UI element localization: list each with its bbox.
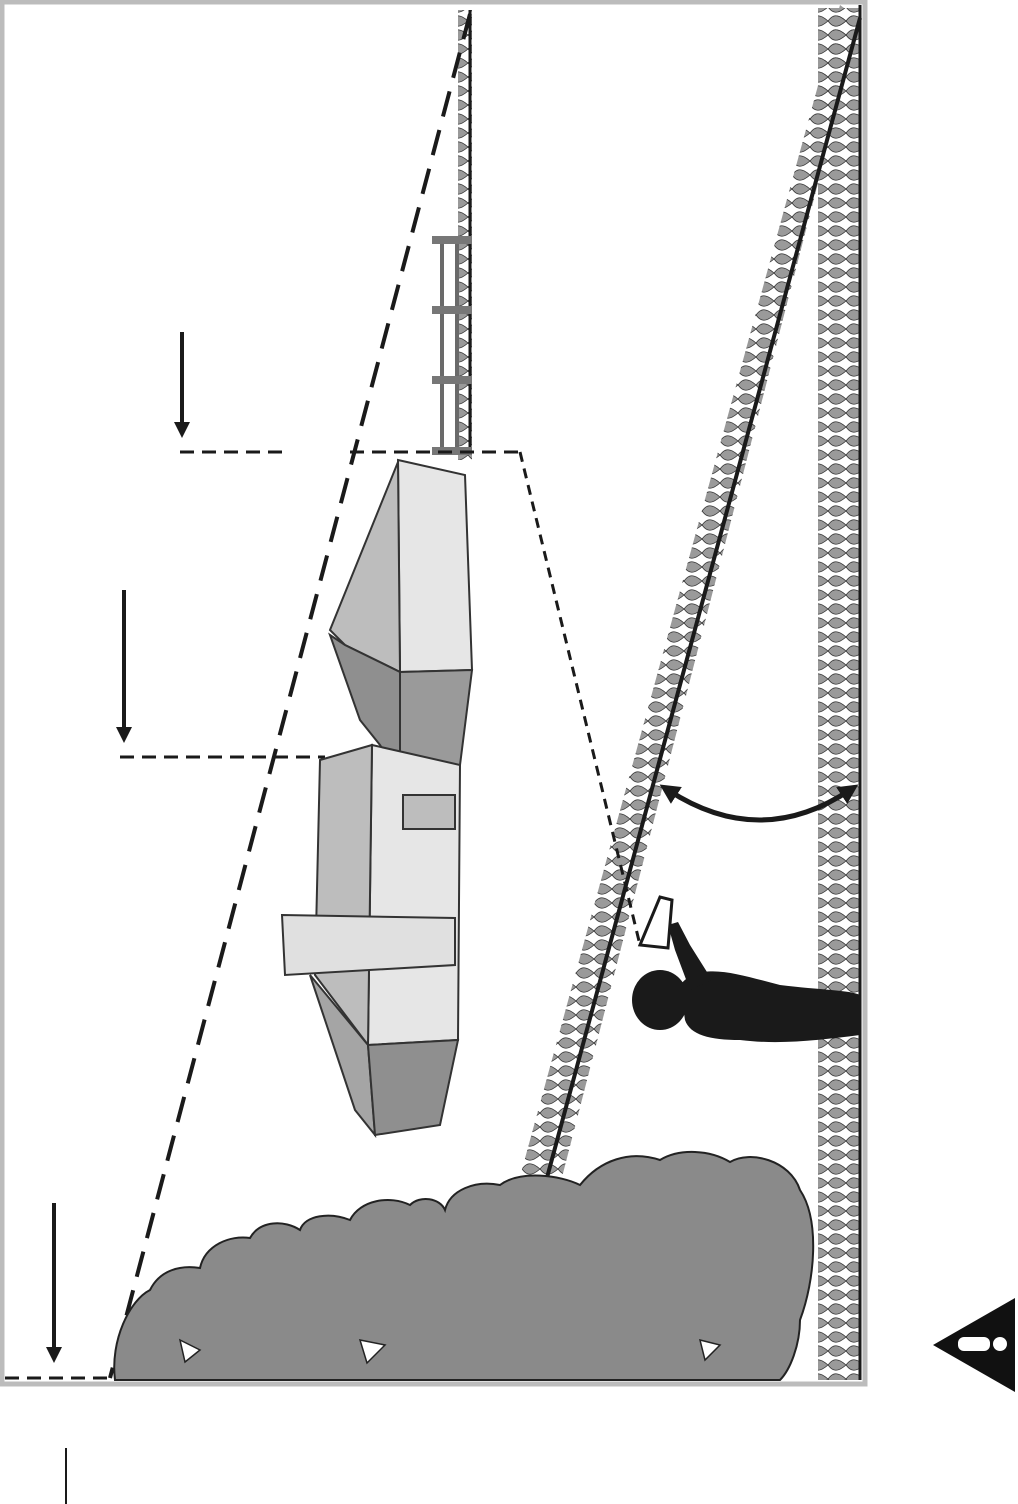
warning-triangle-icon xyxy=(933,1298,1015,1392)
edge-grass xyxy=(458,10,472,460)
grass-ground xyxy=(818,5,860,1380)
